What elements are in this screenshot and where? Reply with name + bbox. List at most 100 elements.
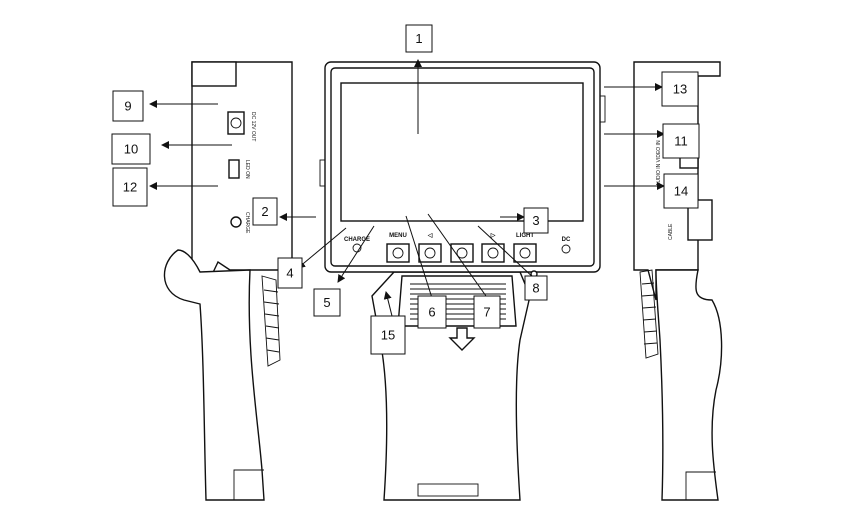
leader-6	[405, 215, 433, 299]
callout-7: 7	[473, 295, 501, 329]
left-label: ◁	[427, 232, 433, 239]
middle-button[interactable]	[450, 243, 474, 263]
callout-label-5: 5	[323, 295, 330, 310]
menu-label: MENU	[389, 233, 407, 239]
reset-hole	[230, 216, 242, 228]
monitor-screen	[340, 82, 584, 222]
callout-box-3	[523, 207, 549, 234]
middle-button-cap	[456, 247, 468, 259]
callout-box-1	[405, 24, 433, 53]
callout-2: 2	[252, 197, 278, 226]
slide-arrow-icon	[448, 327, 476, 351]
dc-led	[561, 244, 571, 254]
callout-label-11: 11	[674, 134, 688, 149]
callout-box-10	[111, 133, 151, 165]
callout-11: 11	[662, 123, 700, 159]
reset-hole-label: CHARGE	[244, 212, 250, 234]
callout-label-9: 9	[124, 99, 131, 114]
left-button[interactable]	[418, 243, 442, 263]
callout-label-2: 2	[261, 204, 268, 219]
led-switch	[228, 159, 240, 179]
front-handle	[371, 271, 531, 501]
dc-out-port-hole	[230, 117, 242, 129]
dc-out-port-label: DC 12V OUT	[250, 112, 256, 141]
leader-4	[297, 227, 347, 269]
right-button[interactable]	[481, 243, 505, 263]
callout-label-7: 7	[483, 305, 490, 320]
callout-4: 4	[277, 257, 303, 289]
leader-lines	[149, 59, 665, 325]
menu-button-cap	[392, 247, 404, 259]
callout-box-7	[473, 295, 501, 329]
leader-5	[337, 225, 375, 283]
left-button-cap	[424, 247, 436, 259]
monitor-left-tab	[319, 159, 326, 187]
callout-label-1: 1	[415, 31, 422, 46]
dc-out-port	[227, 111, 245, 135]
monitor-bezel	[330, 67, 595, 267]
light-button[interactable]	[513, 243, 537, 263]
callout-label-13: 13	[673, 82, 687, 97]
callout-label-10: 10	[124, 142, 138, 157]
left-handle-step	[233, 469, 264, 500]
light-button-cap	[519, 247, 531, 259]
leader-7	[427, 213, 487, 297]
right-label: ▷	[490, 232, 496, 239]
right-button-cap	[487, 247, 499, 259]
left-body-outline	[191, 61, 293, 303]
callout-box-12	[112, 167, 148, 207]
leader-8	[477, 225, 537, 281]
right-grip	[639, 269, 659, 359]
menu-button[interactable]	[386, 243, 410, 263]
led-switch-label: LED ON	[244, 160, 250, 179]
callout-box-4	[277, 257, 303, 289]
callout-label-3: 3	[532, 213, 539, 228]
callout-box-2	[252, 197, 278, 226]
callout-box-5	[313, 288, 341, 317]
dc-label: DC	[562, 237, 571, 243]
callout-label-15: 15	[381, 328, 395, 343]
callout-9: 9	[112, 90, 144, 122]
right-handle	[655, 269, 723, 501]
callout-12: 12	[112, 167, 148, 207]
callout-box-15	[370, 315, 406, 355]
callout-14: 14	[663, 173, 699, 209]
monitor-right-tab	[599, 95, 606, 123]
callout-box-13	[661, 71, 699, 107]
callout-box-8	[524, 275, 548, 301]
callout-box-11	[662, 123, 700, 159]
callout-label-14: 14	[674, 184, 688, 199]
right-handle-step	[685, 471, 716, 500]
callout-label-12: 12	[123, 180, 137, 195]
left-grip	[261, 275, 281, 367]
right-grip-ridges	[641, 282, 658, 345]
callout-13: 13	[661, 71, 699, 107]
left-top-cap	[191, 61, 237, 87]
button-row	[386, 243, 537, 263]
callout-label-8: 8	[532, 281, 539, 296]
callout-5: 5	[313, 288, 341, 317]
callout-3: 3	[523, 207, 549, 234]
callout-15: 15	[370, 315, 406, 355]
callout-8: 8	[524, 275, 548, 301]
charge-label: CHARGE	[344, 237, 370, 243]
left-handle	[163, 249, 265, 501]
callout-label-6: 6	[428, 305, 435, 320]
callout-6: 6	[417, 295, 447, 329]
left-grip-ridges	[263, 289, 280, 353]
front-view: CHARGE MENU ◁ ▷ LIGHT DC	[319, 61, 606, 501]
callout-10: 10	[111, 133, 151, 165]
left-side-view: DC 12V OUT LED ON CHARGE	[163, 61, 293, 501]
callout-1: 1	[405, 24, 433, 53]
cable-port-label: CABLE	[668, 223, 674, 240]
light-label: LIGHT	[516, 233, 534, 239]
callout-box-9	[112, 90, 144, 122]
callout-box-14	[663, 173, 699, 209]
front-handle-slot	[417, 483, 479, 497]
av-jack-label: AUDIO IN VIDEO IN	[656, 140, 662, 186]
callout-box-6	[417, 295, 447, 329]
callout-label-4: 4	[286, 266, 293, 281]
